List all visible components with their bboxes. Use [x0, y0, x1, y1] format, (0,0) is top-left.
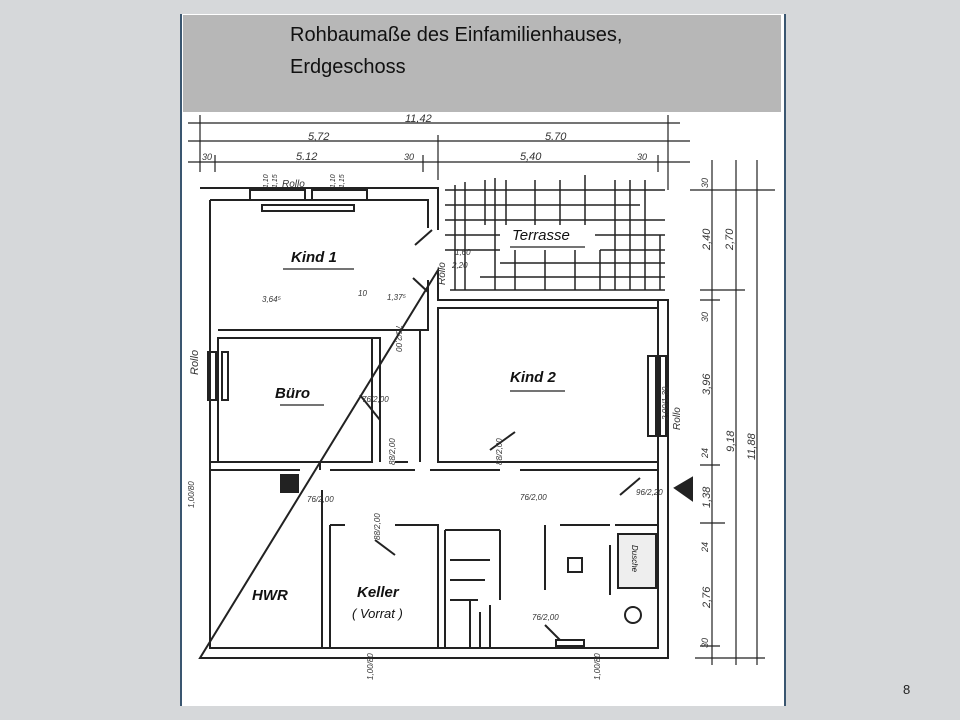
dim-text: 1,10 — [263, 174, 270, 188]
dim-text: 3,64⁵ — [262, 295, 282, 304]
dim-text: 10 — [358, 289, 367, 298]
dim-text: 88/2,00 — [388, 438, 397, 465]
dim-text: 76/2,00 — [362, 395, 389, 404]
dim-text: 1,15 — [272, 174, 279, 188]
dim-text: 1,00/80 — [593, 653, 602, 680]
dim-text: 1,10 — [330, 174, 337, 188]
dim-text: 24 — [700, 448, 710, 459]
dim-text: 76/2,00 — [532, 613, 559, 622]
room-label-kind2: Kind 2 — [510, 369, 556, 386]
walls — [198, 187, 693, 659]
dim-text: 2,70 — [724, 228, 736, 251]
slide-title-line1: Rohbaumaße des Einfamilienhauses, — [290, 24, 623, 46]
dim-text: 30 — [637, 152, 647, 162]
dim-text: 30 — [700, 178, 710, 188]
room-label-hwr: HWR — [252, 587, 288, 604]
dim-text: 30 — [404, 152, 414, 162]
title-band — [183, 15, 781, 112]
terrace-paving — [445, 175, 665, 291]
dim-text: 11,88 — [746, 432, 758, 460]
room-label-vorrat: ( Vorrat ) — [352, 606, 403, 621]
dim-text: 30 — [700, 638, 710, 648]
dim-text: 1,15 — [339, 174, 346, 188]
dim-text: 5.70 — [545, 131, 567, 143]
dim-text: 1,60 — [455, 248, 471, 257]
dim-text: 2,00/1,30 — [661, 386, 670, 421]
dim-text: 5,72 — [308, 131, 329, 143]
dim-text: 96/2,20 — [636, 488, 663, 497]
dim-text: 30 — [700, 312, 710, 322]
dim-text: 76/2,00 — [307, 495, 334, 504]
room-label-terrasse: Terrasse — [512, 227, 570, 244]
dim-text: Rollo — [672, 407, 683, 430]
dim-text: 9,18 — [725, 430, 737, 452]
dim-text: 3,96 — [701, 373, 713, 395]
dim-text: 5,40 — [520, 151, 542, 163]
room-label-keller: Keller — [357, 584, 400, 601]
room-label-kind1: Kind 1 — [291, 249, 337, 266]
dim-text: Rollo — [437, 262, 448, 285]
dim-text: 1,38 — [701, 486, 713, 508]
dim-text: 76/2,00 — [520, 493, 547, 502]
dim-text: 1,37⁵ — [387, 293, 407, 302]
page-number: 8 — [903, 682, 911, 697]
dim-text: 88/2,00 — [495, 438, 504, 465]
dim-text: 24 — [700, 542, 710, 553]
dim-text: 1,00/80 — [366, 653, 375, 680]
plan-paper — [180, 14, 786, 706]
room-label-dusche: Dusche — [630, 545, 639, 573]
dim-text: Rollo — [282, 179, 305, 190]
dim-text: 76/2,00 — [394, 325, 403, 352]
slide-title-line2: Erdgeschoss — [290, 56, 406, 78]
dim-text: 88/2,00 — [373, 513, 382, 540]
dimension-lines-right — [690, 160, 775, 665]
dim-text: 5.12 — [296, 151, 317, 163]
dimension-lines-top — [188, 115, 690, 190]
dim-text: 30 — [202, 152, 212, 162]
dim-text: 2,20 — [451, 261, 468, 270]
room-label-buero: Büro — [275, 385, 310, 402]
dim-text: 1,00/80 — [187, 481, 196, 508]
dim-text: 2,40 — [701, 228, 713, 251]
dim-total-width: 11,42 — [405, 113, 432, 125]
dim-text: 2,76 — [701, 586, 713, 609]
dim-text: Rollo — [189, 350, 201, 375]
